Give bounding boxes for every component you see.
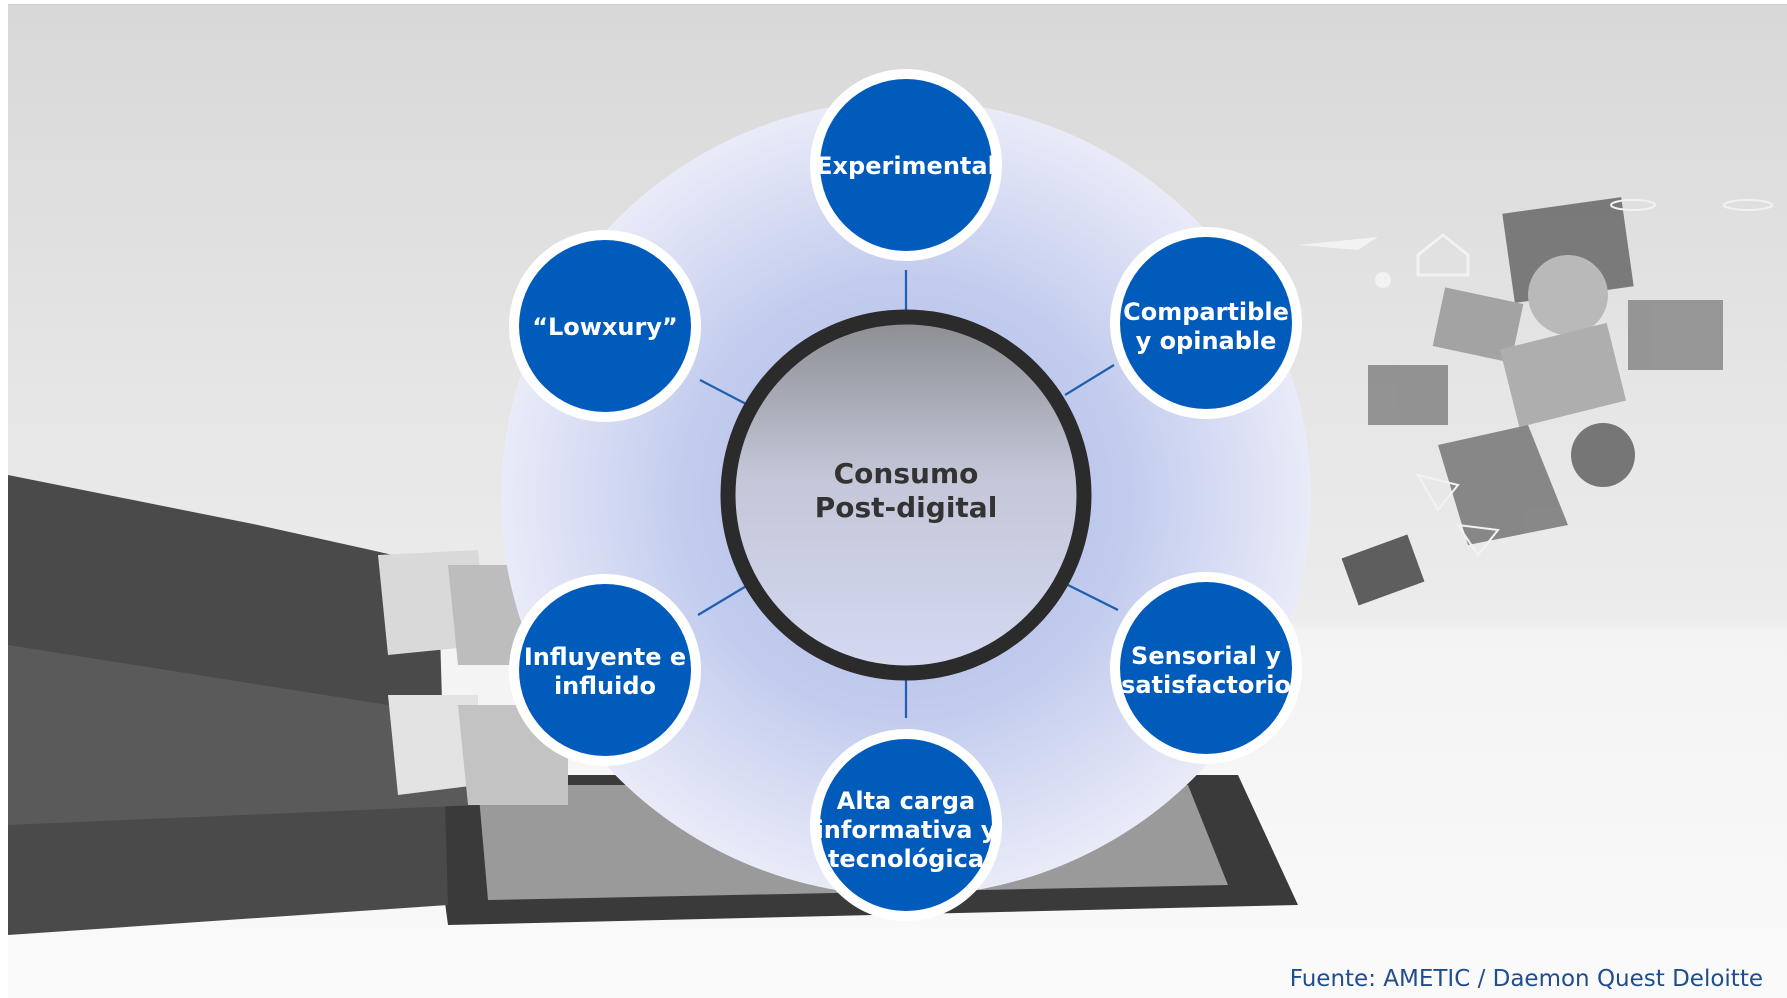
connector-lowxury: [699, 379, 749, 406]
source-credit: Fuente: AMETIC / Daemon Quest Deloitte: [1289, 966, 1763, 992]
node-sensorial-label-line2: satisfactorio: [1121, 671, 1291, 699]
center-circle: [720, 309, 1092, 681]
consumer-diagram: Consumo Post-digital Experimental Compar…: [501, 69, 1311, 921]
node-experimental-label: Experimental: [816, 152, 996, 180]
node-lowxury-label: “Lowxury”: [532, 313, 678, 341]
node-alta-carga-label-line3: tecnológica: [828, 845, 984, 873]
slide: Consumo Post-digital Experimental Compar…: [8, 4, 1787, 998]
background-photo: [8, 197, 1773, 935]
center-label-line1: Consumo: [834, 457, 979, 490]
floating-media-image: [1298, 197, 1773, 606]
connector-influyente: [697, 584, 749, 616]
node-experimental: Experimental: [810, 69, 1002, 261]
node-sensorial: Sensorial y satisfactorio: [1110, 572, 1302, 764]
node-compartible-label-line1: Compartible: [1123, 298, 1289, 326]
node-alta-carga-label-line1: Alta carga: [837, 787, 975, 815]
node-sensorial-label-line1: Sensorial y: [1131, 642, 1281, 670]
node-alta-carga: Alta carga informativa y tecnológica: [810, 729, 1002, 921]
node-compartible: Compartible y opinable: [1110, 227, 1302, 419]
node-influyente: Influyente e influido: [509, 574, 701, 766]
center-label-line2: Post-digital: [815, 491, 998, 524]
node-alta-carga-label-line2: informativa y: [816, 816, 997, 844]
node-lowxury: “Lowxury”: [509, 230, 701, 422]
connector-compartible: [1064, 364, 1115, 396]
node-influyente-label-line1: Influyente e: [524, 643, 686, 671]
center-node: Consumo Post-digital: [720, 309, 1092, 681]
node-influyente-label-line2: influido: [554, 672, 656, 700]
connector-sensorial: [1067, 584, 1119, 611]
hands-image: [8, 475, 568, 935]
connector-lines: [697, 270, 1119, 718]
node-compartible-label-line2: y opinable: [1136, 327, 1277, 355]
